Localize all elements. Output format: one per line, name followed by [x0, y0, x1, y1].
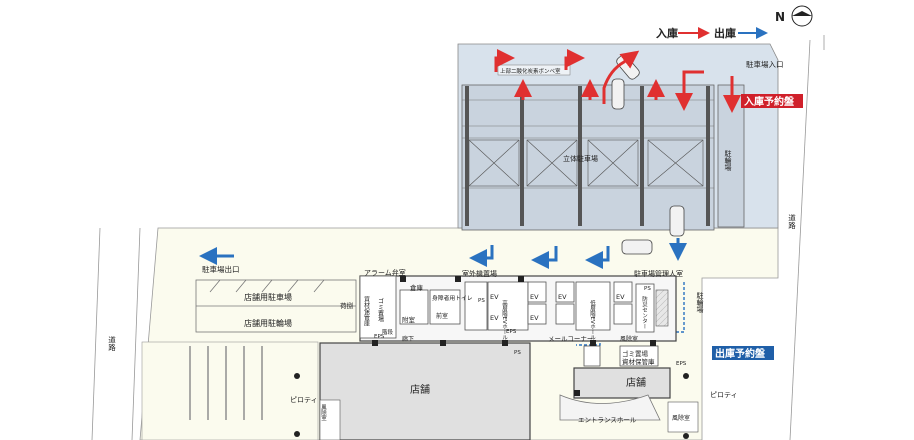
shop-right-block — [573, 367, 671, 399]
north-arrow-icon: N — [775, 5, 813, 27]
eps-b: EPS — [506, 329, 517, 335]
corridor-label: 廊下 — [402, 335, 414, 343]
ev-2: EV — [490, 314, 499, 322]
high-ev-hall-label: 高層階EVホール — [501, 299, 508, 341]
disaster-center-label: 防災センター — [641, 295, 648, 329]
shop-bicycle-label: 店舗用駐輪場 — [244, 318, 292, 328]
ev-4: EV — [530, 314, 539, 322]
shop-parking-label: 店舗用駐車場 — [244, 292, 292, 302]
shop-parking-rows — [195, 279, 357, 333]
ev-6: EV — [616, 293, 625, 301]
entry-reservation-badge: 入庫予約盤 — [741, 94, 803, 108]
multistory-parking-structure — [461, 84, 745, 231]
eps-a: EPS — [374, 334, 385, 340]
garbage-right-label: ゴミ置場 — [622, 349, 649, 358]
ps-b: PS — [514, 350, 521, 356]
outdoor-stairs-label: 室外機置場 — [462, 269, 497, 278]
legend-in-label: 入庫 — [656, 26, 678, 40]
exit-reservation-label: 出庫予約盤 — [715, 347, 766, 360]
pump-room-label: 上部二酸化炭素ボンベ室 — [500, 67, 561, 75]
stairs-label: 階段 — [382, 328, 394, 336]
exit-reservation-badge: 出庫予約盤 — [712, 346, 774, 360]
multistory-parking-label: 立体駐車場 — [563, 154, 598, 163]
parking-office-label: 駐車場管理人室 — [634, 269, 683, 278]
piloti-right-label: ピロティ — [710, 391, 738, 399]
piloti-left-label: ピロティ — [290, 396, 318, 404]
entry-flow-arrows — [494, 49, 741, 113]
storage-left-label: 附室 — [402, 315, 416, 324]
wind-room-left-label: 風除室 — [320, 404, 327, 421]
bicycle-right-label: 駐輪場 — [696, 291, 704, 314]
ev-1: EV — [490, 293, 499, 301]
entry-reservation-label: 入庫予約盤 — [744, 95, 795, 108]
exit-flow-arrows — [199, 238, 687, 269]
parking-exit-label: 駐車場出口 — [202, 264, 240, 274]
eps-c: EPS — [676, 361, 687, 367]
parking-entrance-label: 駐車場入口 — [746, 59, 784, 69]
plan-labels: 入庫 出庫 駐車場入口 上部二酸化炭素ボンベ室 立体駐車場 駐輪場 道路 道路 … — [107, 26, 796, 424]
warehouse-label: 倉庫 — [410, 283, 424, 292]
wind-room-mid-label: 風除室 — [620, 335, 638, 343]
alarm-valve-label: アラーム弁室 — [364, 268, 406, 277]
north-letter: N — [775, 10, 785, 24]
shop-right-label: 店舗 — [626, 376, 646, 389]
wind-room-right-label: 風除室 — [672, 414, 690, 422]
low-ev-hall-label: 低層階EVホール — [589, 299, 596, 341]
front-room-label: 前室 — [436, 312, 448, 320]
shop-left-label: 店舗 — [410, 383, 430, 396]
materials-left-label: 資材保管庫 — [363, 295, 370, 327]
ground-floor-building — [359, 275, 677, 342]
ev-3: EV — [530, 293, 539, 301]
materials-right-label: 資材保管庫 — [622, 357, 655, 366]
ruin-label: 荷捌 — [340, 301, 354, 310]
road-left-label: 道路 — [107, 335, 116, 352]
road-right-label: 道路 — [787, 213, 796, 230]
garbage-left-label: ゴミ置場 — [377, 297, 384, 323]
shop-left-block — [319, 342, 531, 440]
disabled-toilet-label: 身障者用トイレ — [432, 294, 473, 302]
entrance-hall-label: エントランスホール — [578, 416, 637, 424]
ev-5: EV — [558, 293, 567, 301]
ps-c: PS — [644, 286, 651, 292]
mail-corner-label: メールコーナー — [548, 335, 593, 343]
ps-a: PS — [478, 298, 485, 304]
bicycle-top-label: 駐輪場 — [724, 149, 732, 172]
legend-out-label: 出庫 — [714, 26, 736, 40]
